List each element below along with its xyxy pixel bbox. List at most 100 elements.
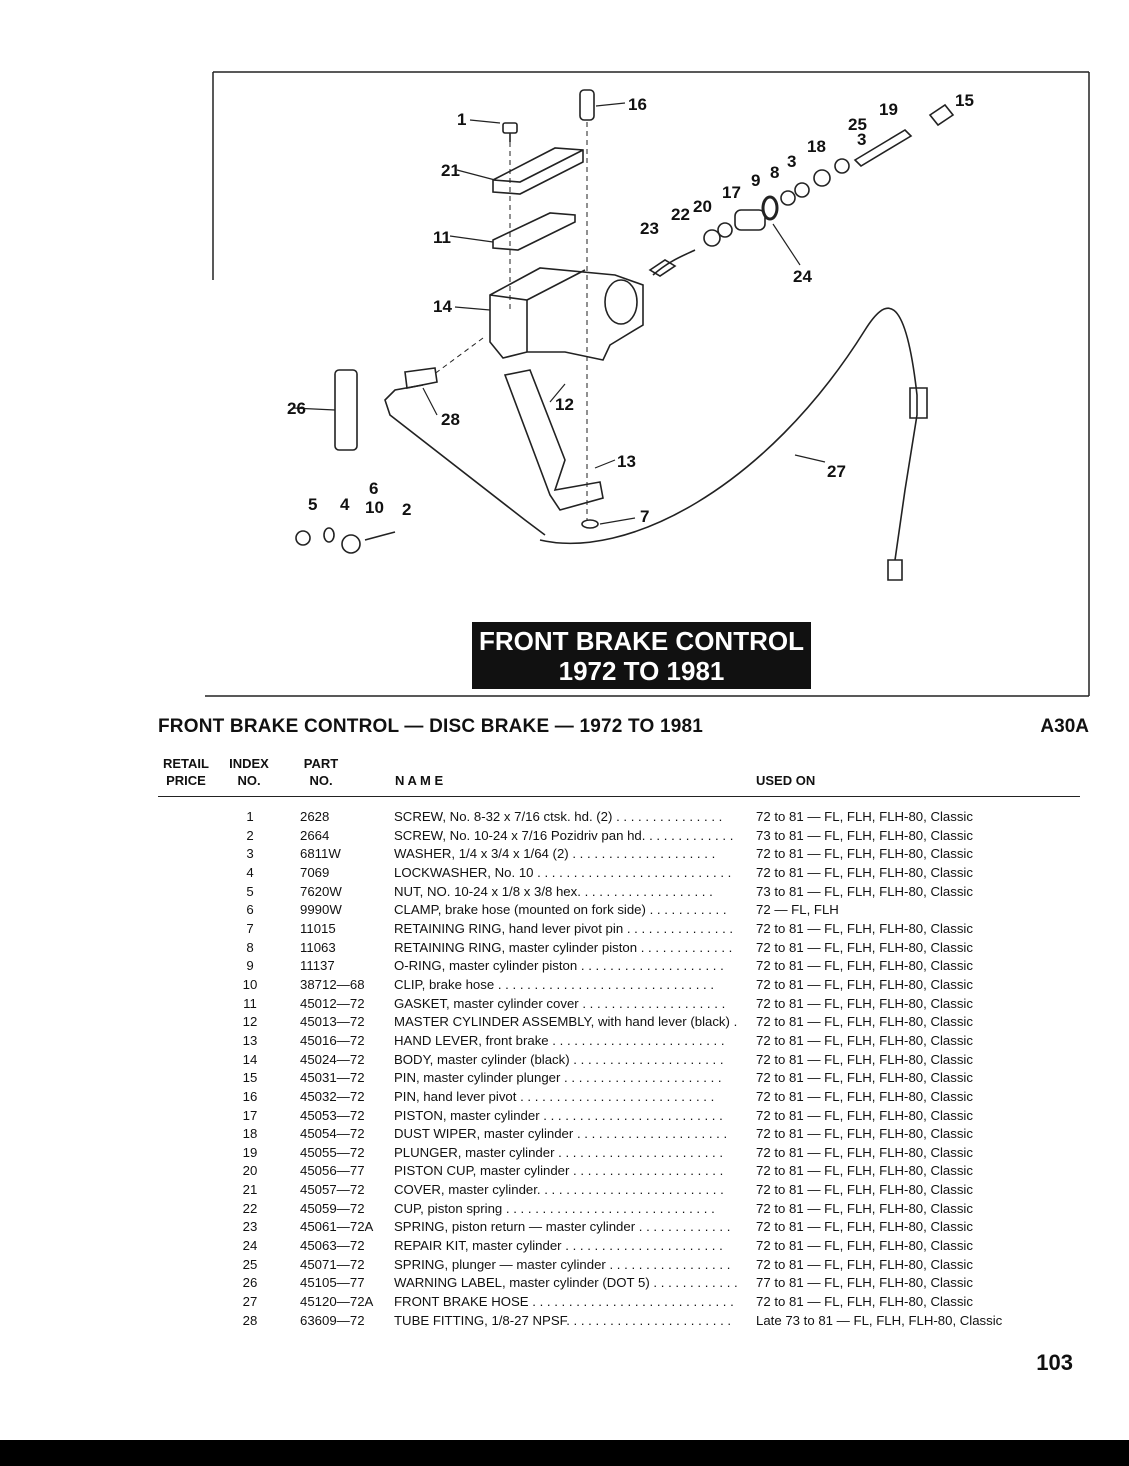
- part-number: 45120—72A: [300, 1294, 374, 1310]
- used-on: 72 to 81 — FL, FLH, FLH-80, Classic: [756, 920, 973, 936]
- part-name: SCREW, No. 8-32 x 7/16 ctsk. hd. (2) . .…: [394, 809, 723, 824]
- part-index: 6: [246, 902, 254, 918]
- callout-11: 11: [433, 228, 451, 247]
- part-name: WARNING LABEL, master cylinder (DOT 5) .…: [394, 1275, 738, 1291]
- callout-24: 24: [793, 267, 812, 286]
- callout-16: 16: [628, 95, 647, 114]
- part-name: CUP, piston spring . . . . . . . . . . .…: [394, 1200, 715, 1216]
- part-name: TUBE FITTING, 1/8-27 NPSF. . . . . . . .…: [394, 1312, 732, 1328]
- used-on: 72 to 81 — FL, FLH, FLH-80, Classic: [756, 995, 973, 1011]
- part-index: 5: [246, 883, 254, 899]
- callout-1: 1: [457, 110, 466, 129]
- part-number: 2628: [300, 809, 330, 824]
- used-on: 73 to 81 — FL, FLH, FLH-80, Classic: [756, 827, 973, 843]
- used-on: 72 to 81 — FL, FLH, FLH-80, Classic: [756, 1163, 973, 1179]
- col-name: N A M E: [395, 773, 444, 788]
- part-name: REPAIR KIT, master cylinder . . . . . . …: [394, 1238, 723, 1254]
- part-name: GASKET, master cylinder cover . . . . . …: [394, 995, 726, 1011]
- exploded-parts-diagram: [205, 71, 1090, 697]
- used-on: 72 to 81 — FL, FLH, FLH-80, Classic: [756, 1144, 973, 1160]
- callout-13: 13: [617, 452, 636, 471]
- part-name: PISTON CUP, master cylinder . . . . . . …: [394, 1163, 724, 1179]
- part-index: 21: [242, 1182, 258, 1198]
- part-name: PIN, hand lever pivot . . . . . . . . . …: [394, 1088, 715, 1104]
- part-index: 12: [242, 1014, 258, 1030]
- used-on: 72 to 81 — FL, FLH, FLH-80, Classic: [756, 1294, 973, 1310]
- diagram-callouts: 1 2 3 3 4 5 6 7 8 9 10 11 12 13 14 15 16…: [287, 91, 974, 526]
- used-on: 72 to 81 — FL, FLH, FLH-80, Classic: [756, 1088, 973, 1104]
- part-index: 10: [242, 976, 258, 992]
- part-name: COVER, master cylinder. . . . . . . . . …: [394, 1182, 724, 1198]
- callout-4: 4: [340, 495, 350, 514]
- callout-26: 26: [287, 399, 306, 418]
- part-number: 45057—72: [300, 1182, 365, 1198]
- part-number: 45024—72: [300, 1051, 365, 1067]
- part-index: 20: [242, 1163, 258, 1179]
- col-used-on: USED ON: [756, 773, 816, 788]
- used-on: 72 to 81 — FL, FLH, FLH-80, Classic: [756, 1107, 973, 1123]
- part-number: 45056—77: [300, 1163, 365, 1179]
- part-index: 3: [246, 846, 254, 862]
- part-index: 16: [242, 1088, 258, 1104]
- callout-21: 21: [441, 161, 460, 180]
- scan-bottom-bar: [0, 1440, 1129, 1466]
- part-index: 9: [246, 958, 254, 974]
- callout-25: 25: [848, 115, 867, 134]
- used-on: 73 to 81 — FL, FLH, FLH-80, Classic: [756, 883, 973, 899]
- part-index: 18: [242, 1126, 258, 1142]
- used-on: 72 to 81 — FL, FLH, FLH-80, Classic: [756, 1238, 973, 1254]
- part-index: 27: [242, 1294, 258, 1310]
- header-rule: [158, 796, 1080, 797]
- part-number: 11015: [300, 920, 336, 936]
- part-index: 17: [242, 1107, 258, 1123]
- callout-7: 7: [640, 507, 649, 526]
- part-number: 45031—72: [300, 1070, 365, 1086]
- callout-22: 22: [671, 205, 690, 224]
- part-number: 45063—72: [300, 1238, 365, 1254]
- part-index: 7: [246, 920, 254, 936]
- part-name: RETAINING RING, master cylinder piston .…: [394, 939, 733, 955]
- part-index: 25: [242, 1256, 258, 1272]
- callout-20: 20: [693, 197, 712, 216]
- part-index: 8: [246, 939, 254, 955]
- used-on: 72 to 81 — FL, FLH, FLH-80, Classic: [756, 976, 973, 992]
- part-name: O-RING, master cylinder piston . . . . .…: [394, 958, 724, 974]
- used-on: 72 to 81 — FL, FLH, FLH-80, Classic: [756, 1014, 973, 1030]
- part-name: PISTON, master cylinder . . . . . . . . …: [394, 1107, 723, 1123]
- part-number: 45055—72: [300, 1144, 365, 1160]
- page-number: 103: [1036, 1350, 1073, 1375]
- callout-19: 19: [879, 100, 898, 119]
- part-name: NUT, NO. 10-24 x 1/8 x 3/8 hex. . . . . …: [394, 883, 713, 899]
- part-number: 6811W: [300, 846, 341, 862]
- part-number: 45059—72: [300, 1200, 365, 1216]
- callout-5: 5: [308, 495, 317, 514]
- callout-14: 14: [433, 297, 452, 316]
- used-on: 72 to 81 — FL, FLH, FLH-80, Classic: [756, 846, 973, 862]
- callout-12: 12: [555, 395, 574, 414]
- part-index: 19: [242, 1144, 258, 1160]
- part-name: CLAMP, brake hose (mounted on fork side)…: [394, 902, 727, 918]
- part-name: SCREW, No. 10-24 x 7/16 Pozidriv pan hd.…: [394, 827, 734, 843]
- used-on: 72 to 81 — FL, FLH, FLH-80, Classic: [756, 1126, 973, 1142]
- used-on: 72 to 81 — FL, FLH, FLH-80, Classic: [756, 939, 973, 955]
- col-part-no: PART NO.: [303, 756, 339, 788]
- table-row: 20 45056—77 PISTON CUP, master cylinder . …: [0, 1162, 1129, 1181]
- callout-2: 2: [402, 500, 411, 519]
- used-on: 72 to 81 — FL, FLH, FLH-80, Classic: [756, 1182, 973, 1198]
